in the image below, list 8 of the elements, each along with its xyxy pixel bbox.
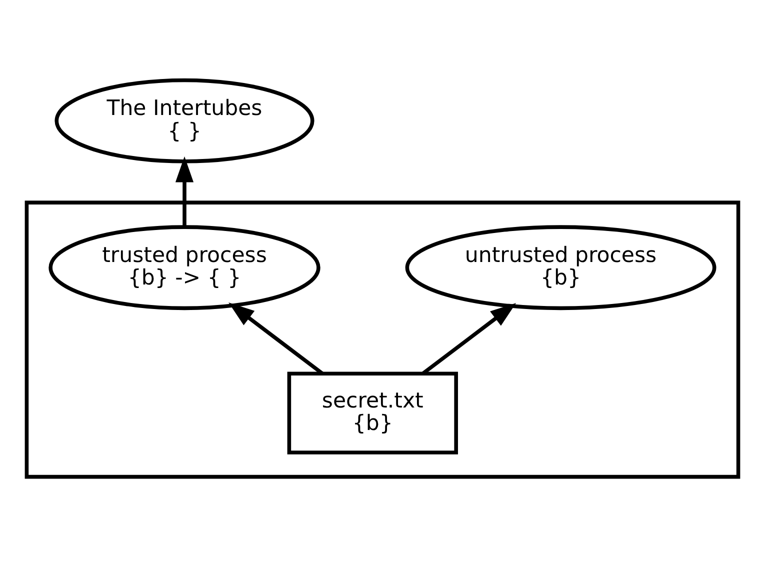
arrow xyxy=(228,302,324,375)
node-box: secret.txt {b} xyxy=(287,372,458,454)
arrow xyxy=(175,156,194,227)
node-ellipse: The Intertubes { } xyxy=(54,78,314,164)
cluster xyxy=(24,200,740,479)
node-ellipse: trusted process {b} -> { } xyxy=(48,225,320,310)
node-ellipse: untrusted process {b} xyxy=(405,225,716,310)
arrow xyxy=(422,302,516,375)
